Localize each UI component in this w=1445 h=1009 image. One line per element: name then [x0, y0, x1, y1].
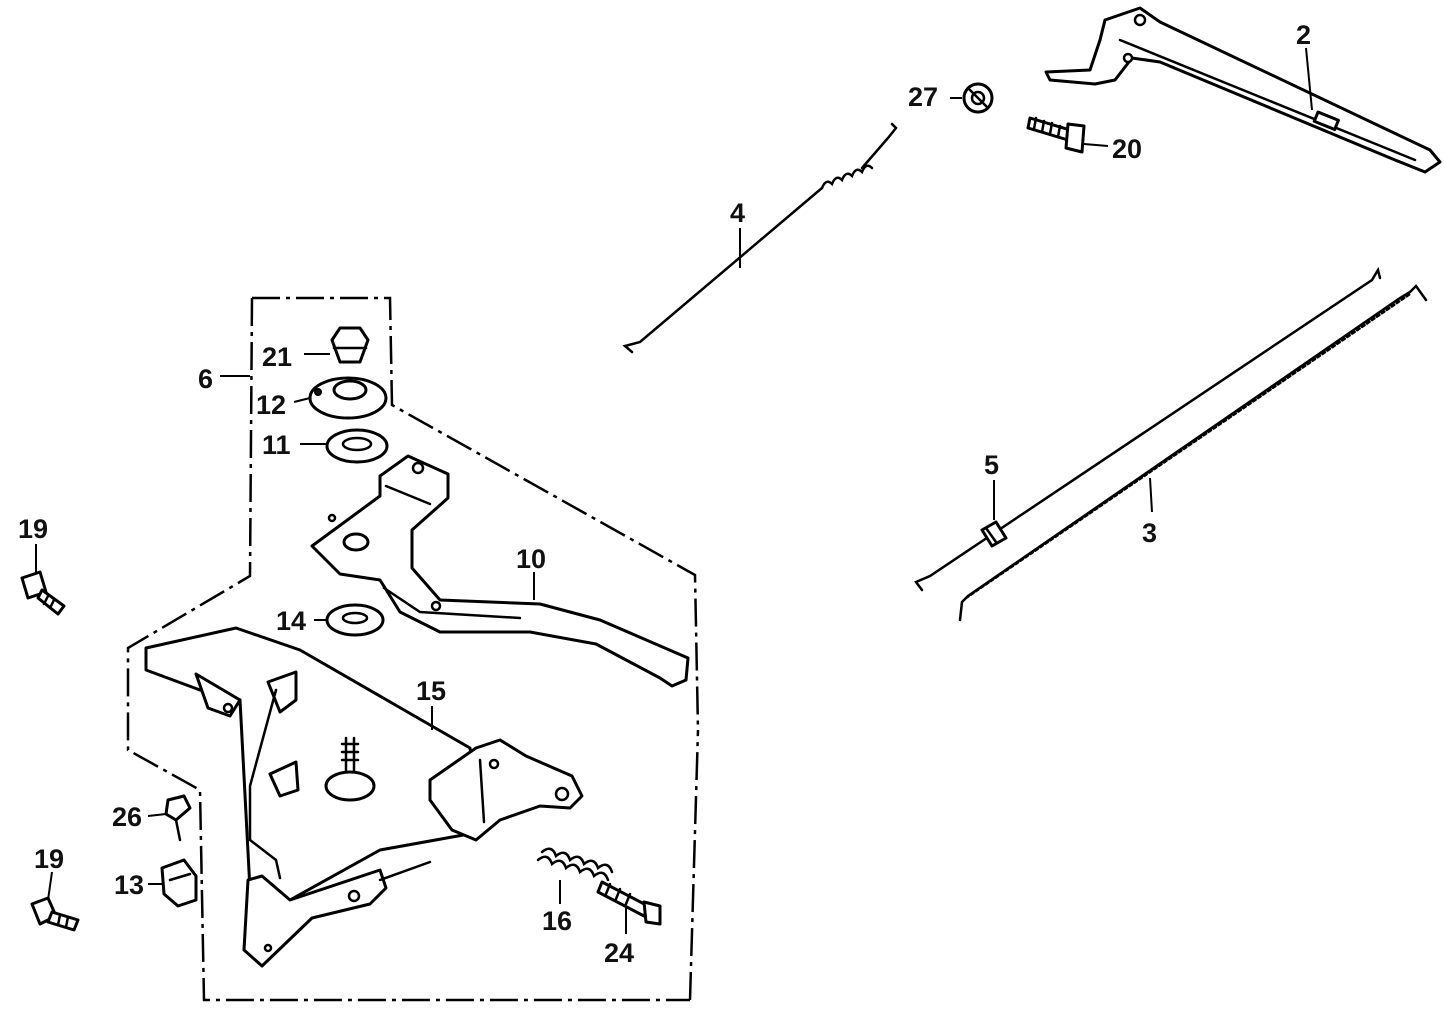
part-16-spring — [536, 847, 614, 882]
assembly-6-boundary — [126, 296, 700, 1002]
part-12-plate-washer — [308, 376, 388, 420]
leader-12 — [293, 397, 311, 403]
callout-4: 4 — [730, 198, 745, 228]
part-2-lever-arm — [1044, 6, 1442, 174]
part-27-nut — [962, 82, 994, 114]
part-26-pin — [164, 794, 192, 842]
part-19-bolt-lower — [30, 896, 80, 932]
callout-13: 13 — [114, 870, 144, 900]
part-10-control-lever — [310, 454, 690, 688]
leader-19b — [47, 871, 53, 901]
callout-26: 26 — [112, 802, 142, 832]
part-15-base-plate — [144, 626, 584, 968]
leader-3 — [1149, 477, 1153, 513]
callout-12: 12 — [256, 390, 286, 420]
callout-2: 2 — [1296, 20, 1311, 50]
callout-27: 27 — [908, 82, 938, 112]
part-11-washer — [325, 428, 389, 464]
callout-3: 3 — [1142, 518, 1157, 548]
part-3-rod — [914, 266, 1428, 622]
callout-19-upper: 19 — [18, 514, 48, 544]
part-24-screw — [596, 880, 662, 926]
part-13-clip — [160, 858, 198, 908]
callout-21: 21 — [262, 342, 292, 372]
part-21-nut — [330, 326, 370, 364]
part-20-bolt — [1026, 116, 1086, 154]
callout-6: 6 — [198, 364, 213, 394]
part-19-bolt-upper — [20, 570, 66, 616]
callout-15: 15 — [416, 676, 446, 706]
part-14-washer — [325, 603, 385, 637]
callout-10: 10 — [516, 544, 546, 574]
leader-26 — [147, 813, 167, 817]
callout-5: 5 — [984, 450, 999, 480]
callout-20: 20 — [1112, 134, 1142, 164]
callout-16: 16 — [542, 906, 572, 936]
callout-14: 14 — [276, 606, 306, 636]
part-4-spring-rod — [622, 122, 898, 354]
leader-2 — [1305, 47, 1313, 111]
part-5-sleeve — [980, 520, 1008, 548]
leader-20 — [1083, 143, 1109, 147]
callout-11: 11 — [262, 430, 291, 460]
callout-24: 24 — [604, 938, 634, 968]
callout-19-lower: 19 — [34, 844, 64, 874]
